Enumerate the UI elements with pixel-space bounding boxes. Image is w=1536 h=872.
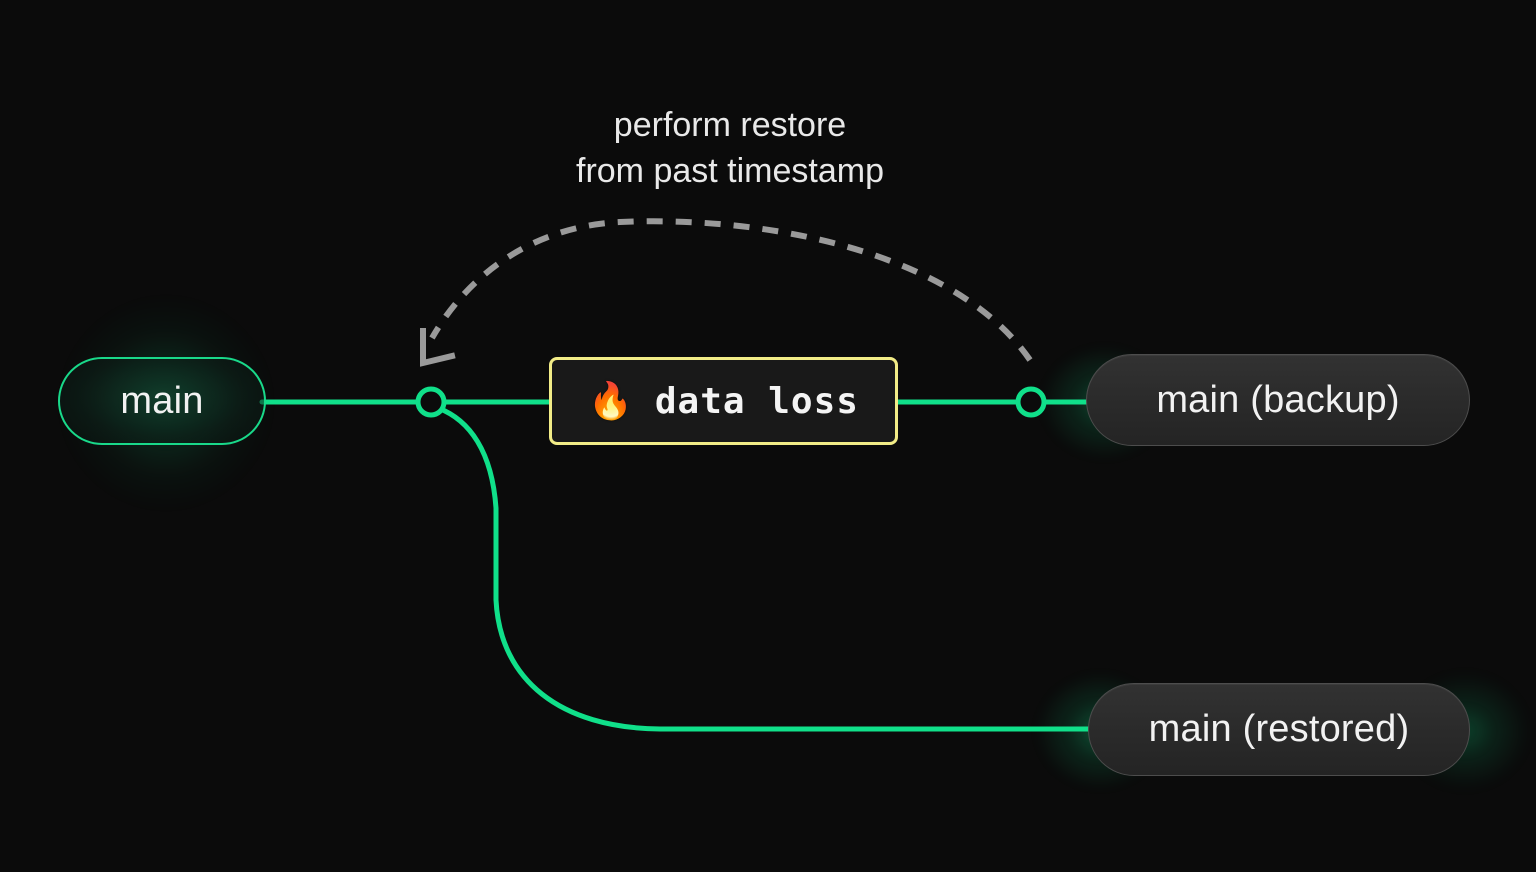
restore-annotation-label: perform restore from past timestamp bbox=[0, 102, 1460, 194]
node-main-backup[interactable]: main (backup) bbox=[1086, 354, 1470, 446]
data-loss-event-box[interactable]: 🔥 data loss bbox=[549, 357, 898, 445]
node-main[interactable]: main bbox=[58, 357, 266, 445]
edge-branch-to-restored bbox=[435, 405, 1103, 732]
branch-point-node[interactable] bbox=[415, 386, 447, 418]
node-main-backup-label: main (backup) bbox=[1156, 378, 1400, 421]
node-main-label: main bbox=[120, 379, 204, 422]
node-main-restored[interactable]: main (restored) bbox=[1088, 683, 1470, 776]
annotation-line-2: from past timestamp bbox=[576, 152, 884, 190]
node-main-restored-label: main (restored) bbox=[1148, 708, 1410, 750]
annotation-line-1: perform restore bbox=[613, 106, 847, 144]
data-loss-label: data loss bbox=[654, 380, 859, 422]
restore-arc-dashed bbox=[429, 218, 1033, 362]
fire-icon: 🔥 bbox=[588, 380, 633, 421]
restore-arrowhead-icon bbox=[420, 328, 456, 367]
backup-point-node[interactable] bbox=[1015, 386, 1047, 418]
